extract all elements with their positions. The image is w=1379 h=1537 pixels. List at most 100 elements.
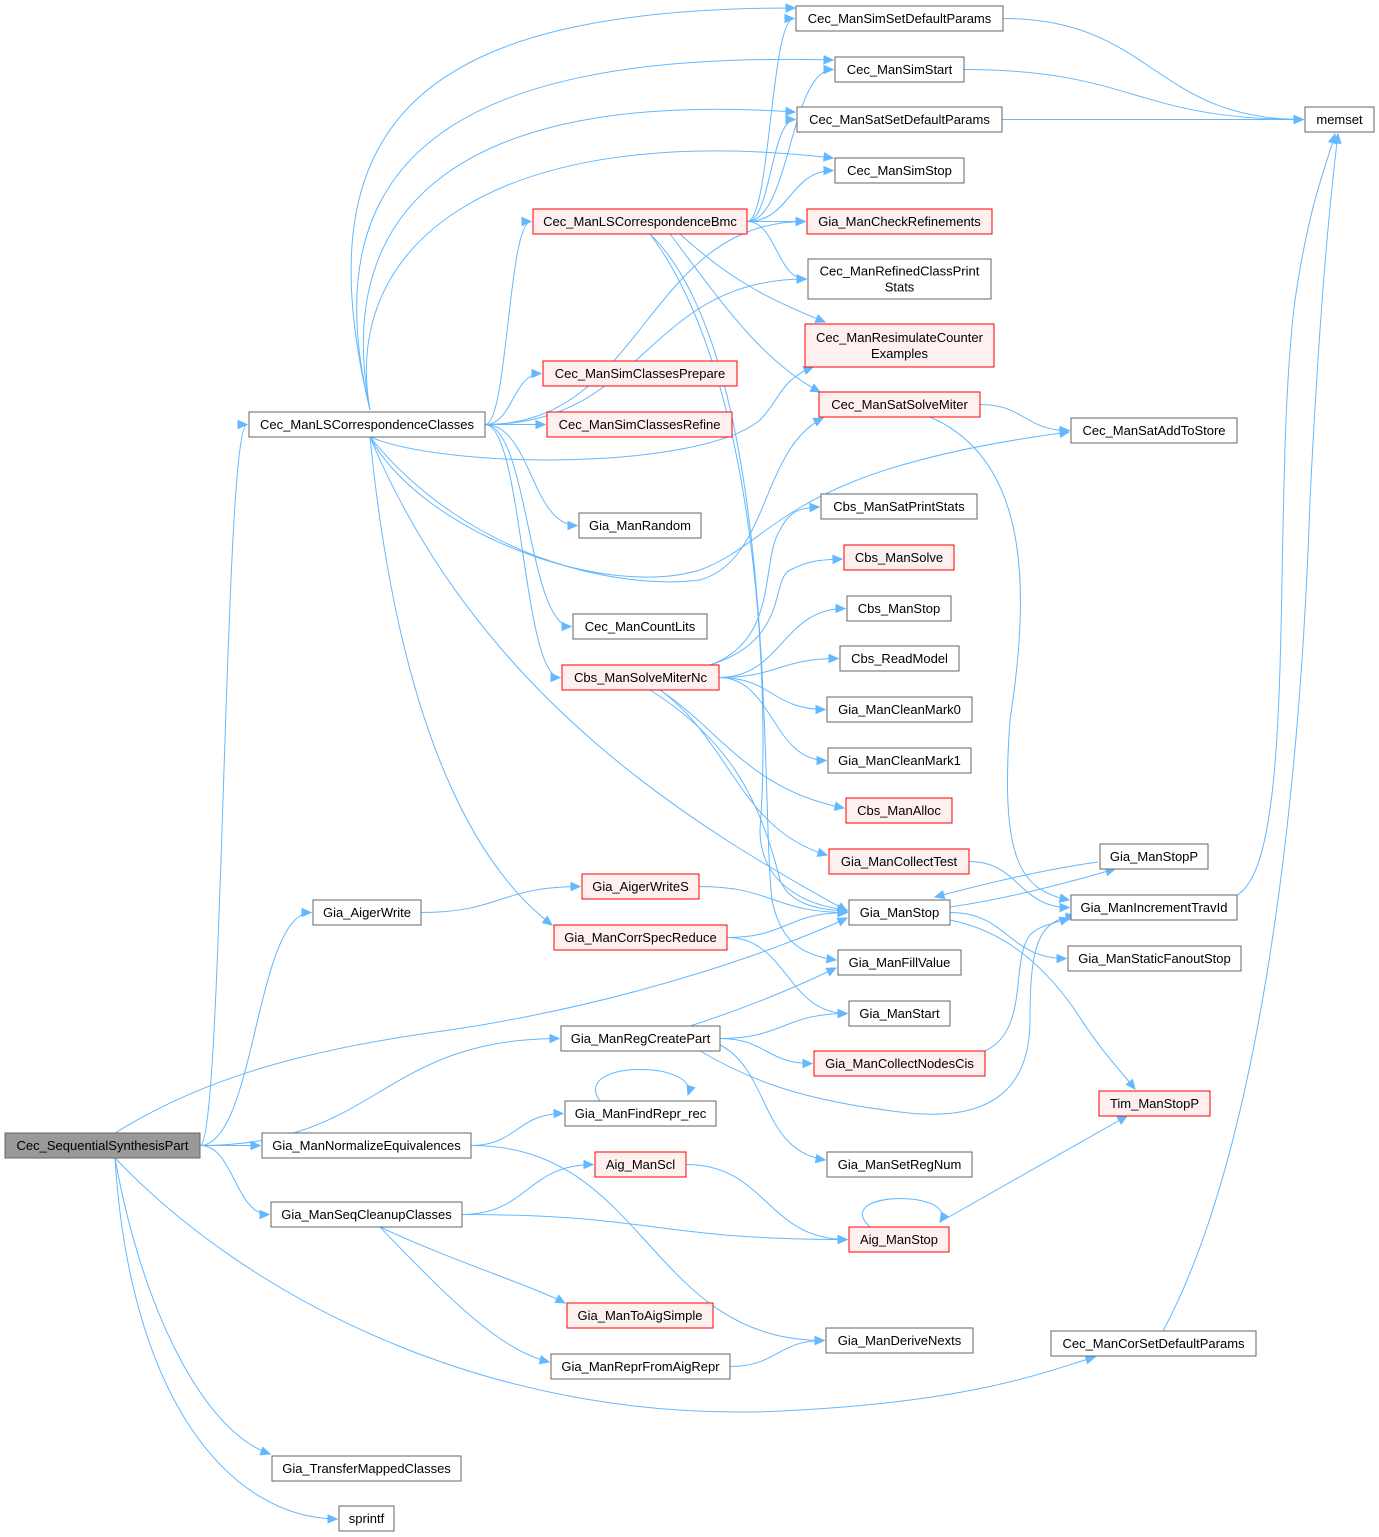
edge-line	[726, 937, 848, 1014]
edge-root-to-regcreate	[199, 1033, 561, 1146]
node-normeq[interactable]: Gia_ManNormalizeEquivalences	[261, 1132, 472, 1159]
edge-line	[719, 1044, 826, 1161]
edge-line	[484, 424, 578, 526]
node-simrefine[interactable]: Cec_ManSimClassesRefine	[546, 411, 733, 438]
node-aigstop[interactable]: Aig_ManStop	[848, 1226, 950, 1253]
node-label: Gia_ManCheckRefinements	[818, 214, 981, 229]
edge-line	[669, 233, 821, 393]
node-corrspec[interactable]: Gia_ManCorrSpecReduce	[553, 924, 728, 951]
node-staticfanout[interactable]: Gia_ManStaticFanoutStop	[1067, 945, 1242, 972]
edge-aigerwrites-to-giastop	[698, 886, 849, 918]
node-box	[813, 1050, 986, 1077]
node-findrepr[interactable]: Gia_ManFindRepr_rec	[564, 1100, 717, 1127]
edge-arrowhead	[825, 953, 838, 964]
edge-arrowhead	[816, 847, 829, 857]
node-random[interactable]: Gia_ManRandom	[578, 512, 702, 539]
node-toaigsimple[interactable]: Gia_ManToAigSimple	[566, 1302, 714, 1329]
node-fillvalue[interactable]: Gia_ManFillValue	[837, 949, 962, 976]
node-inctravid[interactable]: Gia_ManIncrementTravId	[1070, 894, 1238, 921]
edge-lsbmc-to-satsolvemiter	[669, 233, 822, 393]
node-stopp[interactable]: Gia_ManStopP	[1099, 843, 1209, 870]
edge-arrowhead	[535, 419, 547, 430]
node-box	[1099, 843, 1209, 870]
node-sprintf[interactable]: sprintf	[338, 1505, 395, 1532]
node-cbssolve[interactable]: Cbs_ManSolve	[843, 544, 955, 571]
node-simstop[interactable]: Cec_ManSimStop	[834, 157, 965, 184]
node-label: Cbs_ManSolve	[855, 550, 943, 565]
edge-line	[114, 1157, 338, 1520]
node-cleanmark0[interactable]: Gia_ManCleanMark0	[826, 696, 973, 723]
edge-line	[685, 1164, 848, 1240]
node-simsetdef[interactable]: Cec_ManSimSetDefaultParams	[795, 5, 1004, 32]
node-memset[interactable]: memset	[1304, 106, 1375, 133]
node-checkref[interactable]: Gia_ManCheckRefinements	[806, 208, 993, 235]
node-sataddstore[interactable]: Cec_ManSatAddToStore	[1070, 417, 1238, 444]
node-transfer[interactable]: Gia_TransferMappedClasses	[271, 1455, 462, 1482]
edge-lsclasses-to-satsetdef	[362, 106, 797, 411]
edge-corrspec-to-giastart	[726, 937, 849, 1019]
edge-line	[949, 919, 1136, 1090]
node-timstopp[interactable]: Tim_ManStopP	[1098, 1090, 1211, 1117]
node-box	[843, 544, 955, 571]
node-box	[845, 797, 953, 824]
node-label: Cec_ManSimStop	[847, 163, 952, 178]
node-giastart[interactable]: Gia_ManStart	[848, 1000, 951, 1027]
node-lsbmc[interactable]: Cec_ManLSCorrespondenceBmc	[532, 208, 748, 235]
node-aigerwrite[interactable]: Gia_AigerWrite	[312, 899, 422, 926]
node-cbsalloc[interactable]: Cbs_ManAlloc	[845, 797, 953, 824]
node-label: Cbs_ManStop	[858, 601, 940, 616]
edge-simstart-to-memset	[963, 69, 1305, 125]
node-box	[826, 696, 973, 723]
node-collectnodes[interactable]: Gia_ManCollectNodesCis	[813, 1050, 986, 1077]
node-box	[553, 924, 728, 951]
node-cbsstop[interactable]: Cbs_ManStop	[846, 595, 952, 622]
edge-line	[649, 689, 848, 912]
node-cleanmark1[interactable]: Gia_ManCleanMark1	[827, 747, 972, 774]
node-simprep[interactable]: Cec_ManSimClassesPrepare	[542, 360, 738, 387]
node-satsolvemiter[interactable]: Cec_ManSatSolveMiter	[818, 391, 981, 418]
node-seqcleanup[interactable]: Gia_ManSeqCleanupClasses	[270, 1201, 463, 1228]
node-solvemiternc[interactable]: Cbs_ManSolveMiterNc	[561, 664, 720, 691]
node-box	[561, 664, 720, 691]
node-countlits[interactable]: Cec_ManCountLits	[572, 613, 708, 640]
node-label: Cec_ManSatSetDefaultParams	[809, 112, 990, 127]
node-satprintstats[interactable]: Cbs_ManSatPrintStats	[820, 493, 978, 520]
edge-root-to-aigerwrite	[199, 907, 313, 1146]
node-collecttest[interactable]: Gia_ManCollectTest	[828, 848, 970, 875]
edge-line	[356, 58, 834, 411]
node-label: Gia_ManCollectTest	[841, 854, 958, 869]
edge-line	[659, 689, 828, 856]
node-reprfrom[interactable]: Gia_ManReprFromAigRepr	[550, 1353, 731, 1380]
edge-line	[934, 861, 1099, 898]
edge-arrowhead	[828, 653, 840, 664]
node-derivenexts[interactable]: Gia_ManDeriveNexts	[825, 1327, 974, 1354]
edge-inctravid-to-memset	[1236, 132, 1338, 896]
node-readmodel[interactable]: Cbs_ReadModel	[839, 645, 960, 672]
node-lsclasses[interactable]: Cec_ManLSCorrespondenceClasses	[248, 411, 486, 438]
node-regcreate[interactable]: Gia_ManRegCreatePart	[560, 1025, 721, 1052]
edge-lsclasses-to-simstop	[365, 150, 835, 411]
edge-solvemiternc-to-cbssolve	[709, 554, 844, 666]
node-label: memset	[1316, 112, 1363, 127]
edge-line	[719, 1038, 813, 1064]
edge-arrowhead	[785, 106, 797, 117]
node-box	[804, 323, 995, 368]
node-setregnum[interactable]: Gia_ManSetRegNum	[826, 1151, 973, 1178]
node-aigscl[interactable]: Aig_ManScl	[594, 1151, 687, 1178]
edge-root-to-transfer	[114, 1157, 272, 1456]
node-giastop[interactable]: Gia_ManStop	[848, 899, 951, 926]
edge-giastop-to-stopp	[949, 867, 1117, 908]
edge-lsclasses-to-simrefine	[484, 419, 547, 430]
edge-line	[484, 278, 807, 425]
edge-arrowhead	[837, 1234, 849, 1245]
edge-arrowhead	[837, 1008, 849, 1019]
node-simstart[interactable]: Cec_ManSimStart	[834, 56, 965, 83]
node-box	[594, 1151, 687, 1178]
edge-arrowhead	[531, 368, 543, 379]
edge-root-to-giastop	[114, 917, 849, 1134]
node-corsetdef[interactable]: Cec_ManCorSetDefaultParams	[1050, 1330, 1257, 1357]
node-satsetdef[interactable]: Cec_ManSatSetDefaultParams	[796, 106, 1003, 133]
node-aigerwrites[interactable]: Gia_AigerWriteS	[581, 873, 700, 900]
